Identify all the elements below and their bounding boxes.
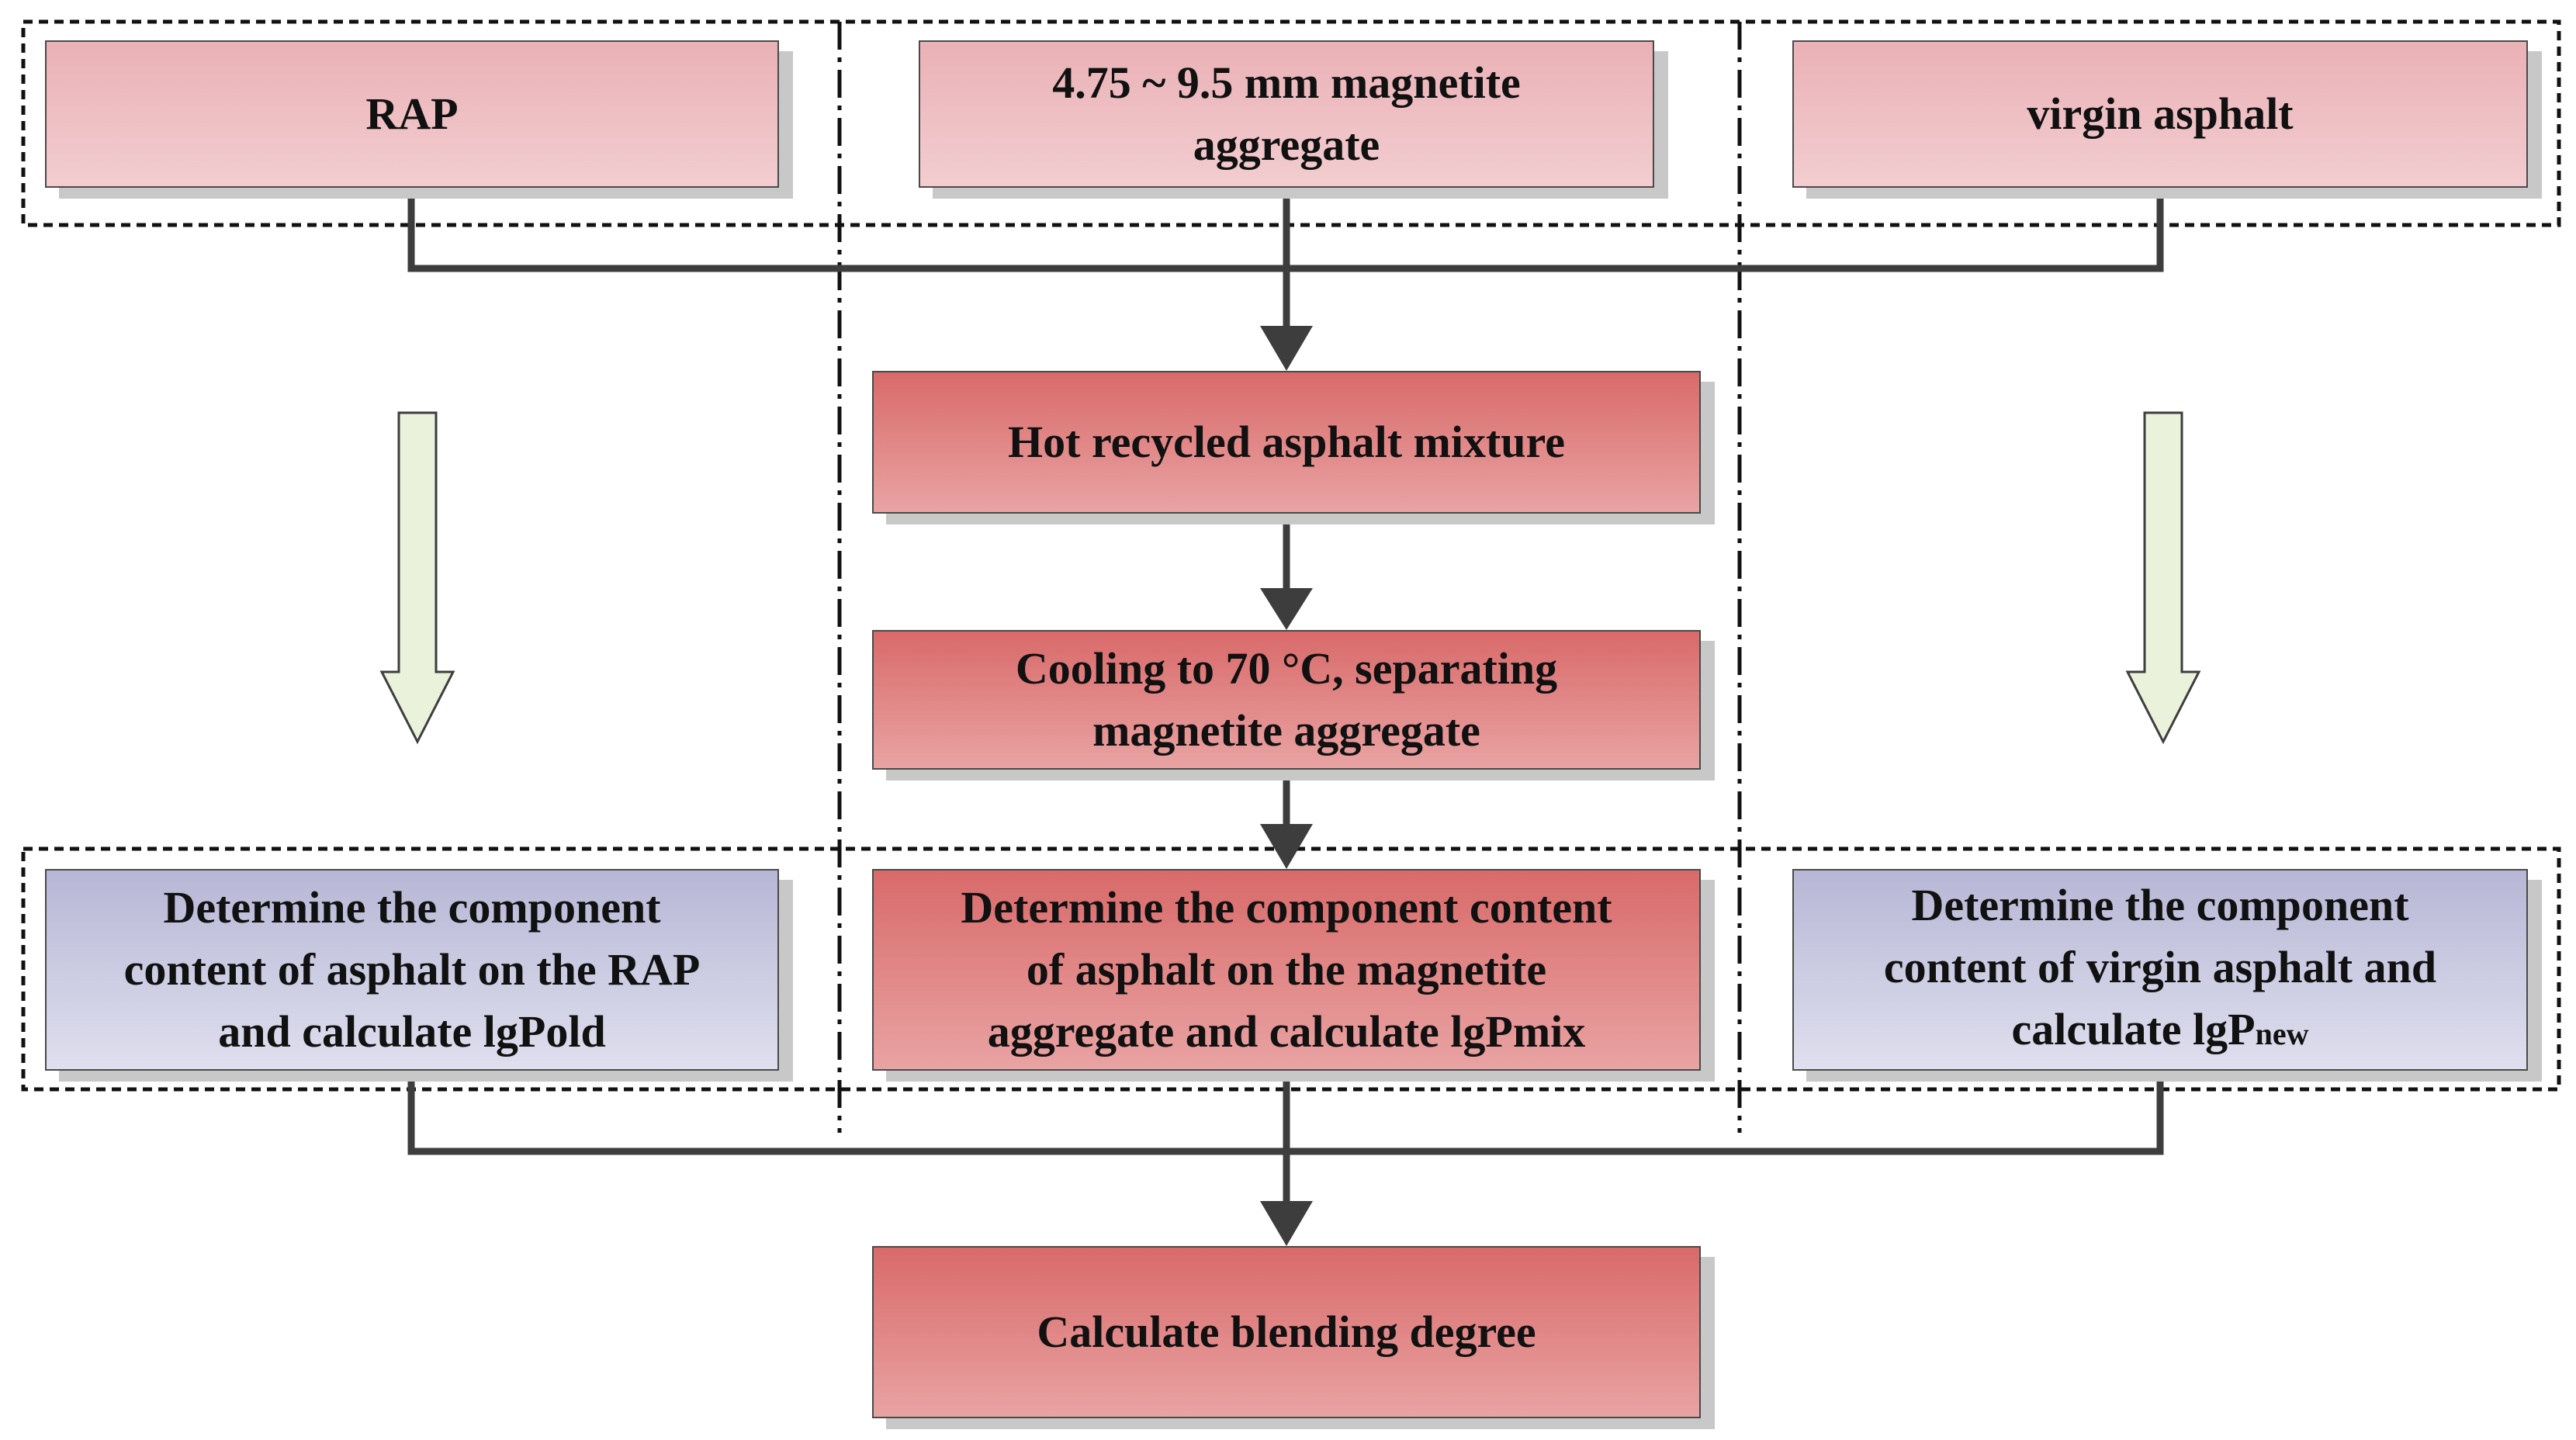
magnetite-label-line1: 4.75 ~ 9.5 mm magnetite [1052,57,1521,108]
connector-left-merge [407,1071,1286,1155]
magnetite-label-line2: aggregate [1193,119,1380,170]
rap-label: RAP [365,88,459,139]
arrowhead-cooling [1260,588,1313,630]
hot-recycled-mixture-box: Hot recycled asphalt mixture [872,371,1701,514]
determine-virgin-line3: calculate lgPnew [1884,999,2436,1065]
virgin-asphalt-label: virgin asphalt [2027,88,2294,139]
magnetite-box: 4.75 ~ 9.5 mm magnetite aggregate [919,40,1654,188]
determine-magnetite-line1: Determine the component content [961,882,1612,933]
arrowhead-final [1260,1201,1313,1246]
determine-magnetite-line3: aggregate and calculate lgPmix [987,1006,1586,1057]
determine-virgin-box: Determine the component content of virgi… [1792,869,2528,1071]
determine-virgin-line3-main: calculate lgP [2011,1004,2256,1054]
blending-degree-box: Calculate blending degree [872,1246,1701,1418]
hollow-arrow-left [379,411,455,745]
determine-magnetite-line2: of asphalt on the magnetite [1026,944,1547,995]
determine-rap-line2: content of asphalt on the RAP [123,944,701,995]
cooling-label-line1: Cooling to 70 °C, separating [1015,643,1558,694]
determine-rap-line1: Determine the component [163,882,661,933]
cooling-box: Cooling to 70 °C, separating magnetite a… [872,630,1701,770]
connector-virgin-merge [1286,186,2164,272]
determine-magnetite-box: Determine the component content of aspha… [872,869,1701,1071]
connector-rap-merge [407,186,1286,272]
determine-rap-box: Determine the component content of aspha… [45,869,779,1071]
determine-rap-line3: and calculate lgPold [218,1006,606,1057]
input-group-frame [21,19,2561,227]
hot-recycled-mixture-label: Hot recycled asphalt mixture [1008,417,1565,467]
arrowhead-determine-mid [1260,824,1313,869]
determine-virgin-line2: content of virgin asphalt and [1883,942,2437,992]
virgin-asphalt-box: virgin asphalt [1792,40,2528,188]
arrowhead-mixture [1260,326,1313,371]
determine-virgin-line1: Determine the component [1911,880,2409,930]
blending-degree-label: Calculate blending degree [1037,1307,1536,1357]
determine-group-frame [21,846,2561,1092]
cooling-label-line2: magnetite aggregate [1092,705,1480,756]
determine-virgin-line3-subscript: new [2255,1016,2309,1051]
hollow-arrow-right [2125,411,2201,745]
rap-box: RAP [45,40,779,188]
connector-right-merge [1286,1071,2164,1155]
